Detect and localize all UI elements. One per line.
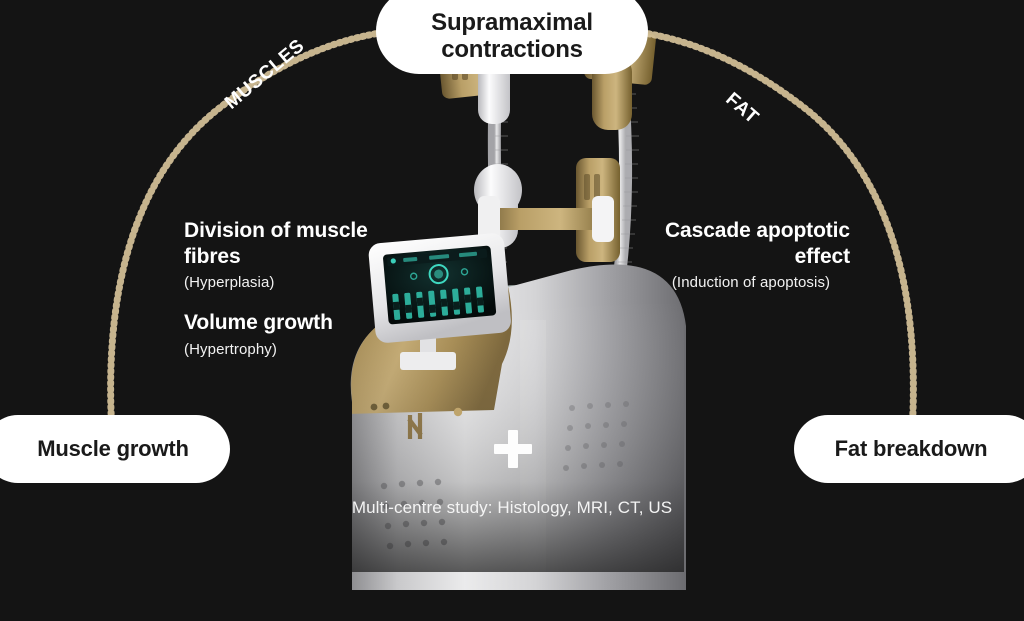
effect-title: Division of muscle fibres (184, 219, 368, 268)
pill-fat-breakdown[interactable]: Fat breakdown (794, 415, 1024, 483)
effect-subtitle: (Hypertrophy) (184, 340, 277, 358)
effect-subtitle: (Hyperplasia) (184, 274, 275, 292)
study-caption: Multi-centre study: Histology, MRI, CT, … (351, 498, 673, 517)
pill-top-line2: contractions (441, 36, 583, 63)
effect-block-hyperplasia: Division of muscle fibres (Hyperplasia) (184, 218, 394, 291)
effect-block-apoptosis: Cascade apoptotic effect (Induction of a… (660, 218, 850, 291)
pill-top-line1: Supramaximal (431, 8, 593, 36)
effect-subtitle: (Induction of apoptosis) (671, 274, 831, 292)
plus-icon (494, 430, 532, 468)
pill-supramaximal-contractions[interactable]: Supramaximal contractions (376, 0, 648, 74)
pill-right-label: Fat breakdown (834, 436, 988, 461)
effect-title: Volume growth (184, 311, 333, 334)
pill-muscle-growth[interactable]: Muscle growth (0, 415, 230, 483)
pill-left-label: Muscle growth (37, 436, 189, 461)
effect-title: Cascade apoptotic effect (664, 219, 850, 268)
effect-block-hypertrophy: Volume growth (Hypertrophy) (184, 310, 394, 358)
